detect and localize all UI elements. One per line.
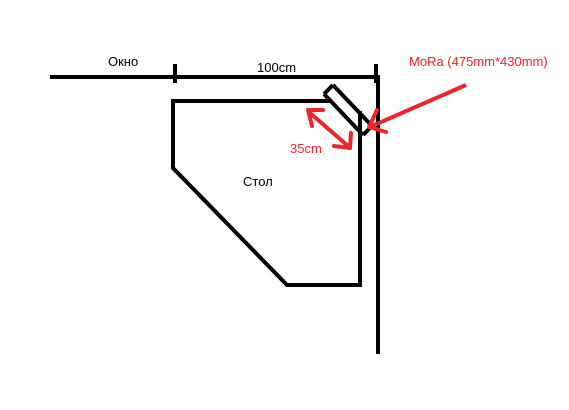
depth-arrowhead-top — [306, 108, 325, 128]
radiator-outer-line — [331, 83, 374, 128]
device-pointer-arrow — [371, 83, 467, 128]
red-annotations — [306, 83, 467, 150]
desk-outline — [171, 99, 362, 287]
desk-label: Стол — [243, 174, 273, 189]
device-pointer-arrowhead — [367, 108, 388, 134]
width-label: 100cm — [257, 60, 296, 75]
depth-label: 35cm — [290, 141, 322, 156]
mora-radiator — [322, 83, 374, 137]
depth-dimension-arrow — [308, 111, 350, 148]
device-label: MoRa (475mm*430mm) — [409, 54, 548, 69]
radiator-top-cap — [322, 83, 335, 96]
window-label: Окно — [108, 54, 138, 69]
radiator-inner-line — [322, 92, 365, 137]
depth-arrowhead-bottom — [332, 131, 353, 150]
